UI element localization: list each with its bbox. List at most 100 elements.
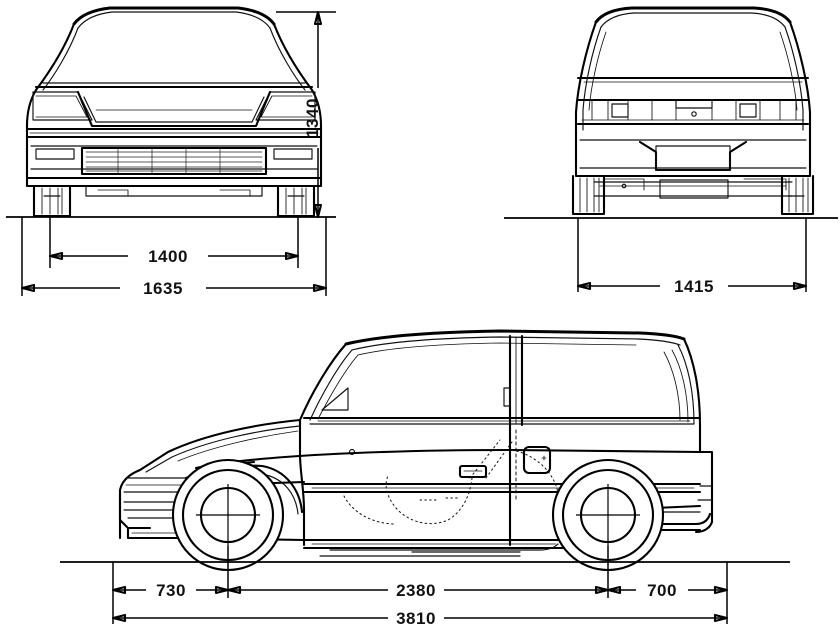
- side-hatch-glass-edge: [671, 349, 689, 423]
- side-roof-inner: [351, 336, 681, 351]
- dim-front-track-label: 1400: [148, 247, 188, 266]
- dim-2380-arrow-left: [226, 585, 242, 595]
- rear-roof-inner: [600, 12, 786, 28]
- front-a-pillar-left-inner: [42, 27, 79, 91]
- side-front-valance: [126, 526, 188, 540]
- dimension-overall-height: 1340: [276, 10, 336, 219]
- front-roof-inner: [77, 11, 271, 29]
- side-front-bumper: [118, 492, 152, 530]
- side-fuel-flap-latch: [541, 455, 547, 461]
- dim-2380-arrow-right: [594, 585, 610, 595]
- side-seatbelt-anchor: [503, 387, 511, 407]
- rear-roof-outline: [594, 6, 792, 24]
- rear-bumper-body: [574, 132, 812, 178]
- front-headlamp-left: [32, 91, 93, 121]
- front-tyre-left-tread: [41, 187, 63, 215]
- front-hood-panel-inner: [83, 96, 265, 123]
- side-a-pillar-inner: [309, 349, 353, 421]
- side-a-pillar: [298, 342, 348, 422]
- front-bumper-body: [25, 138, 323, 180]
- dim-wheelbase-label: 2380: [396, 581, 436, 600]
- front-fender-right: [310, 88, 323, 142]
- dim-1340-arrow-top: [313, 10, 323, 26]
- front-a-pillar-right-inner: [269, 27, 306, 91]
- dimension-chain-axles: 730 2380 700: [111, 581, 729, 600]
- side-elevation-view: 730 2380 700 3810: [60, 329, 790, 628]
- dim-1415-arrow-right: [792, 281, 808, 291]
- side-quarter-light: [321, 387, 349, 411]
- front-grille-slats: [85, 151, 263, 172]
- rear-centre-panel: [675, 99, 713, 109]
- dim-3810-arrow-right: [713, 613, 729, 623]
- front-air-dam: [85, 185, 263, 197]
- front-tyre-left: [32, 184, 72, 218]
- rear-licence-plate: [655, 145, 731, 171]
- dim-overall-height-label: 1340: [303, 98, 322, 138]
- dim-3810-arrow-left: [111, 613, 127, 623]
- dimension-rear-track: 1415: [576, 277, 808, 296]
- front-hood-panel: [76, 90, 272, 128]
- side-sill-skirt: [329, 543, 559, 551]
- dim-1415-arrow-left: [576, 281, 592, 291]
- side-nose-front-edge: [118, 468, 142, 540]
- front-roof-outline: [72, 6, 276, 26]
- dimension-overall-width: 1635: [20, 279, 328, 298]
- dim-700-arrow-left: [606, 585, 622, 595]
- rear-lock-barrel: [691, 111, 697, 117]
- side-d-pillar: [682, 337, 702, 454]
- rear-tyre-right: [780, 174, 815, 216]
- front-indicator-right: [273, 148, 313, 160]
- side-windshield-glass: [317, 354, 359, 420]
- dim-overall-length-label: 3810: [396, 609, 436, 628]
- front-headlamp-left-inner: [35, 95, 88, 118]
- rear-lamp-detail-left: [611, 103, 629, 118]
- dim-rear-track-label: 1415: [674, 277, 714, 296]
- dim-1340-arrow-bottom: [313, 203, 323, 219]
- rear-underbody-detail: [603, 178, 787, 191]
- side-rear-bumper: [658, 512, 712, 526]
- dim-700-arrow-right: [713, 585, 729, 595]
- dim-730-arrow-right: [214, 585, 230, 595]
- side-hidden-pedals: [419, 497, 459, 501]
- dim-front-overhang-label: 730: [156, 581, 186, 600]
- rear-c-pillar-left-inner2: [588, 31, 607, 111]
- front-fender-left: [25, 88, 38, 142]
- front-grille-ribs: [117, 147, 221, 175]
- rear-underbody-bolt: [621, 183, 627, 189]
- front-a-pillar-right: [272, 22, 314, 92]
- front-a-pillar-left: [34, 22, 76, 92]
- rear-tyre-left-tread: [579, 177, 600, 213]
- front-headlamp-right-inner: [260, 95, 313, 118]
- side-roof-inner2: [357, 342, 637, 356]
- side-door-handle: [458, 464, 488, 479]
- front-air-dam-detail: [97, 189, 251, 197]
- front-indicator-left: [35, 148, 75, 160]
- side-hidden-firewall-arc: [343, 495, 397, 525]
- rear-muffler: [659, 179, 729, 199]
- side-hidden-steering-wheel: [385, 475, 473, 524]
- front-elevation-view: 1400 1635 1340: [6, 6, 336, 298]
- dim-730-arrow-left: [111, 585, 127, 595]
- dim-1635-arrow-right: [312, 283, 328, 293]
- front-headlamp-right: [255, 91, 316, 121]
- dim-rear-overhang-label: 700: [647, 581, 677, 600]
- front-tyre-right-tread: [285, 187, 307, 215]
- side-fuel-filler-flap: [522, 445, 552, 475]
- rear-c-pillar-left-inner: [582, 26, 602, 131]
- side-rear-end-profile: [694, 450, 714, 534]
- rear-tyre-left: [571, 174, 606, 216]
- dimension-overall-length: 3810: [111, 609, 729, 628]
- side-d-pillar-inner: [677, 344, 695, 425]
- side-hood-crease: [177, 430, 299, 462]
- rear-lamp-detail-right: [739, 103, 757, 118]
- front-tyre-right: [276, 184, 316, 218]
- side-roof-outline: [344, 329, 686, 346]
- dim-1400-arrow-left: [48, 251, 64, 261]
- dimension-front-track: 1400: [48, 247, 300, 266]
- rear-elevation-view: 1415: [504, 6, 838, 296]
- side-hatch-glass-edge2: [663, 351, 681, 421]
- side-hidden-column: [469, 439, 501, 479]
- rear-c-pillar-left: [574, 20, 598, 136]
